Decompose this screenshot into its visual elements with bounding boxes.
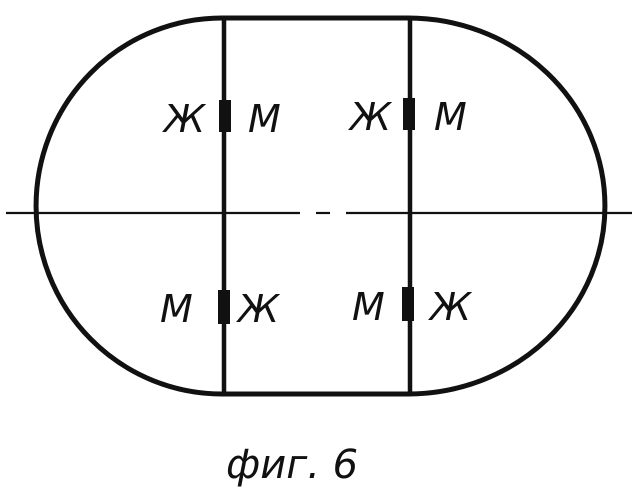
- label-m-bottom-right: М: [352, 285, 385, 329]
- label-zh-bottom-right: Ж: [428, 285, 473, 329]
- stadium-outline: [36, 18, 605, 394]
- label-m-top-right: М: [434, 95, 467, 139]
- figure-caption: фиг. 6: [226, 442, 358, 488]
- joint-marker-top-left: [219, 100, 231, 132]
- label-m-bottom-left: М: [160, 287, 193, 331]
- label-m-top-left: М: [248, 97, 281, 141]
- joint-marker-top-right: [403, 98, 415, 130]
- label-zh-top-right: Ж: [348, 95, 393, 139]
- label-zh-bottom-left: Ж: [236, 287, 281, 331]
- label-zh-top-left: Ж: [162, 97, 207, 141]
- joint-marker-bottom-left: [218, 290, 230, 324]
- joint-marker-bottom-right: [402, 287, 414, 321]
